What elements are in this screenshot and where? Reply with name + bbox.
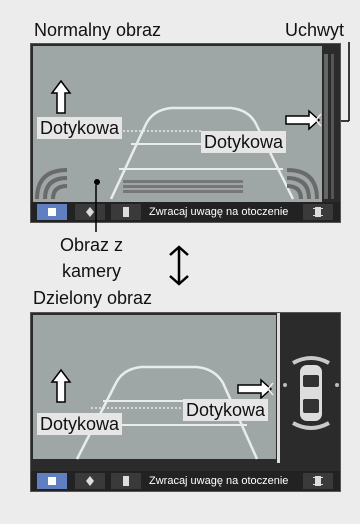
wide-view-icon — [86, 207, 94, 217]
camera-mode-button-normal[interactable] — [37, 204, 67, 220]
camera-mode-button-wide-split[interactable] — [75, 473, 105, 489]
top-view-icon — [123, 207, 129, 217]
normal-view-label: Normalny obraz — [34, 20, 162, 40]
camera-mode-button-top-split[interactable] — [111, 473, 141, 489]
status-bar: Zwracaj uwagę na otoczenie — [31, 202, 340, 222]
status-bar-split: Zwracaj uwagę na otoczenie — [31, 471, 340, 491]
top-view-icon — [123, 476, 129, 486]
parking-sensor-button[interactable] — [303, 204, 333, 220]
parking-sensor-button-split[interactable] — [303, 473, 333, 489]
camera-mode-icon — [48, 477, 56, 485]
right-arrow-icon — [285, 109, 322, 131]
up-arrow-icon — [50, 79, 72, 114]
touch-label-left-split: Dotykowa — [37, 413, 123, 435]
camera-mode-button-wide[interactable] — [75, 204, 105, 220]
status-text-split: Zwracaj uwagę na otoczenie — [149, 475, 289, 487]
split-view-label: Dzielony obraz — [33, 288, 153, 308]
camera-mode-button-normal-split[interactable] — [37, 473, 67, 489]
camera-mode-icon — [48, 208, 56, 216]
touch-label-left: Dotykowa — [37, 117, 123, 139]
handle-label: Uchwyt — [285, 20, 345, 40]
parking-guide-lines — [35, 54, 334, 200]
wide-view-icon — [86, 476, 94, 486]
camera-mode-button-top[interactable] — [111, 204, 141, 220]
status-text: Zwracaj uwagę na otoczenie — [149, 206, 289, 218]
camera-image-label: Obraz z kamery — [60, 235, 124, 281]
parking-sensor-icon — [313, 476, 323, 486]
swap-vertical-icon — [169, 245, 189, 286]
right-arrow-icon — [237, 378, 274, 400]
touch-label-right: Dotykowa — [201, 131, 287, 153]
up-arrow-icon — [50, 368, 72, 403]
camera-image-area-split — [33, 315, 276, 459]
touch-label-right-split: Dotykowa — [183, 399, 269, 421]
parking-sensor-icon — [313, 207, 323, 217]
split-view-screen: Dotykowa Dotykowa Zwracaj uwagę na otocz… — [30, 312, 341, 492]
camera-image-dot — [94, 179, 100, 185]
normal-view-screen: Dotykowa Dotykowa Zwracaj uwagę na otocz… — [30, 43, 341, 223]
car-top-view-icon — [283, 356, 339, 430]
